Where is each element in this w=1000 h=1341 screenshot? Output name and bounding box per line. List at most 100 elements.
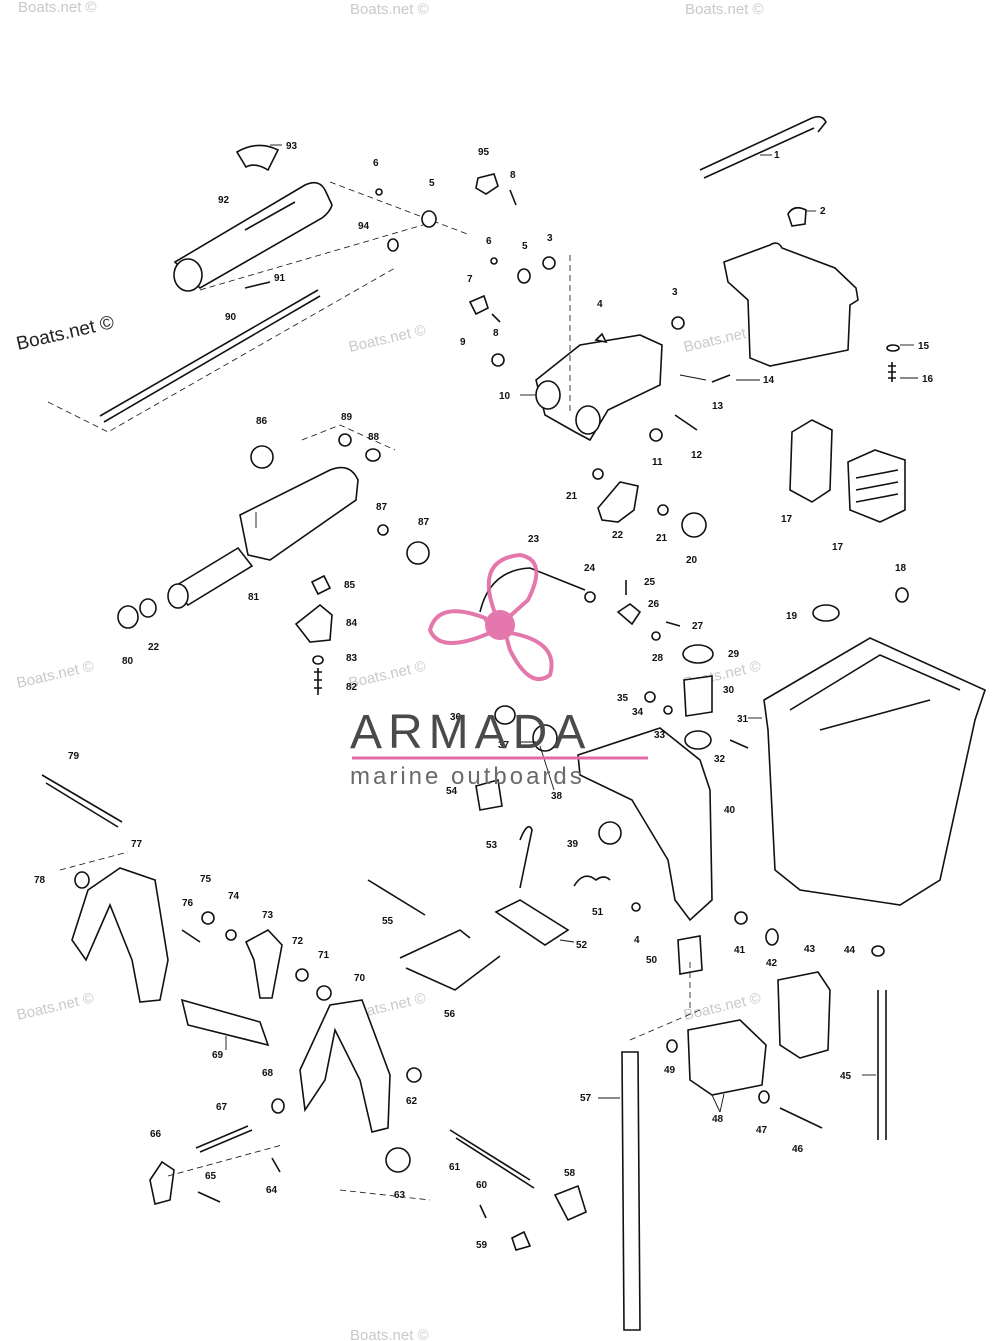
- part-21: [657, 504, 669, 516]
- part-73: [244, 929, 283, 999]
- part-label: 3: [672, 287, 678, 298]
- brand-name: ARMADA: [350, 706, 591, 759]
- part-label: 33: [654, 730, 666, 741]
- part-label: 55: [382, 916, 394, 927]
- part-label: 41: [734, 945, 746, 956]
- part-label: 17: [781, 514, 793, 525]
- part-label: 3: [547, 233, 553, 244]
- part-label: 58: [564, 1168, 576, 1179]
- part-87-washer: [406, 541, 430, 565]
- part-label: 40: [724, 805, 736, 816]
- brand-tagline: marine outboards: [350, 763, 585, 790]
- part-93-tube-end: [173, 258, 203, 292]
- part-74: [225, 929, 237, 941]
- part-5-washer: [421, 210, 437, 228]
- part-61-rod: [449, 1129, 531, 1181]
- part-label: 5: [429, 178, 435, 189]
- part-4: [631, 902, 641, 912]
- part-label: 52: [576, 940, 588, 951]
- tilt-lock-assembly: [367, 567, 749, 991]
- part-label: 68: [262, 1068, 274, 1079]
- part-13-pin: [711, 374, 731, 383]
- part-7: [468, 294, 489, 316]
- part-8-screw: [509, 189, 517, 206]
- part-label: 83: [346, 653, 358, 664]
- part-40-swivel: [577, 727, 713, 922]
- part-label: 70: [354, 973, 366, 984]
- part-label: 75: [200, 874, 212, 885]
- part-label: 69: [212, 1050, 224, 1061]
- part-65: [197, 1191, 221, 1203]
- part-label: 77: [131, 839, 143, 850]
- part-label: 44: [844, 945, 856, 956]
- part-label: 78: [34, 875, 46, 886]
- part-label: 5: [522, 241, 528, 252]
- part-14-housing: [723, 242, 859, 367]
- part-34: [663, 705, 673, 715]
- part-label: 20: [686, 555, 698, 566]
- watermarks: Boats.net © Boats.net © Boats.net © Boat…: [14, 0, 763, 1341]
- part-87-washer: [250, 445, 274, 469]
- part-label: 30: [723, 685, 735, 696]
- part-57-tube: [621, 1051, 641, 1331]
- watermark: Boats.net ©: [14, 312, 116, 355]
- part-17-plate: [789, 419, 833, 503]
- part-label: 88: [368, 432, 380, 443]
- part-label: 32: [714, 754, 726, 765]
- part-68: [271, 1098, 285, 1114]
- part-label: 16: [922, 374, 934, 385]
- part-18: [895, 587, 909, 603]
- part-90: [338, 433, 352, 447]
- part-76: [181, 929, 201, 943]
- part-label: 2: [820, 206, 826, 217]
- part-label: 53: [486, 840, 498, 851]
- part-label: 13: [712, 401, 724, 412]
- part-59: [511, 1230, 532, 1251]
- part-33: [684, 730, 712, 750]
- part-6: [375, 188, 383, 196]
- part-label: 4: [634, 935, 640, 946]
- part-label: 85: [344, 580, 356, 591]
- part-10-bracket: [535, 334, 663, 442]
- part-label: 81: [248, 592, 260, 603]
- part-label: 46: [792, 1144, 804, 1155]
- part-63: [385, 1147, 411, 1173]
- part-1-lever: [699, 115, 827, 171]
- part-label: 49: [664, 1065, 676, 1076]
- part-88: [377, 524, 389, 536]
- part-60: [479, 1204, 487, 1219]
- part-31-housing: [763, 637, 986, 906]
- watermark: Boats.net ©: [15, 990, 95, 1024]
- part-label: 6: [373, 158, 379, 169]
- part-85: [294, 603, 333, 643]
- part-9: [491, 353, 505, 367]
- part-label: 1: [774, 150, 780, 161]
- part-78-washer: [74, 871, 90, 889]
- part-label: 18: [895, 563, 907, 574]
- part-label: 22: [612, 530, 624, 541]
- part-label: 72: [292, 936, 304, 947]
- part-52: [494, 899, 570, 946]
- part-39: [598, 821, 622, 845]
- part-32: [729, 739, 749, 749]
- part-47: [758, 1090, 770, 1104]
- part-54: [475, 778, 503, 811]
- part-3-nut: [542, 256, 556, 270]
- part-89: [365, 448, 381, 462]
- part-label: 34: [632, 707, 644, 718]
- part-label: 50: [646, 955, 658, 966]
- part-79-bolt: [41, 774, 123, 823]
- part-label: 21: [656, 533, 668, 544]
- part-label: 95: [478, 147, 490, 158]
- part-label: 8: [510, 170, 516, 181]
- part-58: [553, 1184, 587, 1222]
- part-label: 65: [205, 1171, 217, 1182]
- part-66: [149, 1160, 175, 1205]
- part-label: 47: [756, 1125, 768, 1136]
- part-label: 84: [346, 618, 358, 629]
- part-label: 17: [832, 542, 844, 553]
- part-label: 56: [444, 1009, 456, 1020]
- part-label: 93: [286, 141, 298, 152]
- part-15: [886, 344, 900, 352]
- part-64: [271, 1157, 281, 1173]
